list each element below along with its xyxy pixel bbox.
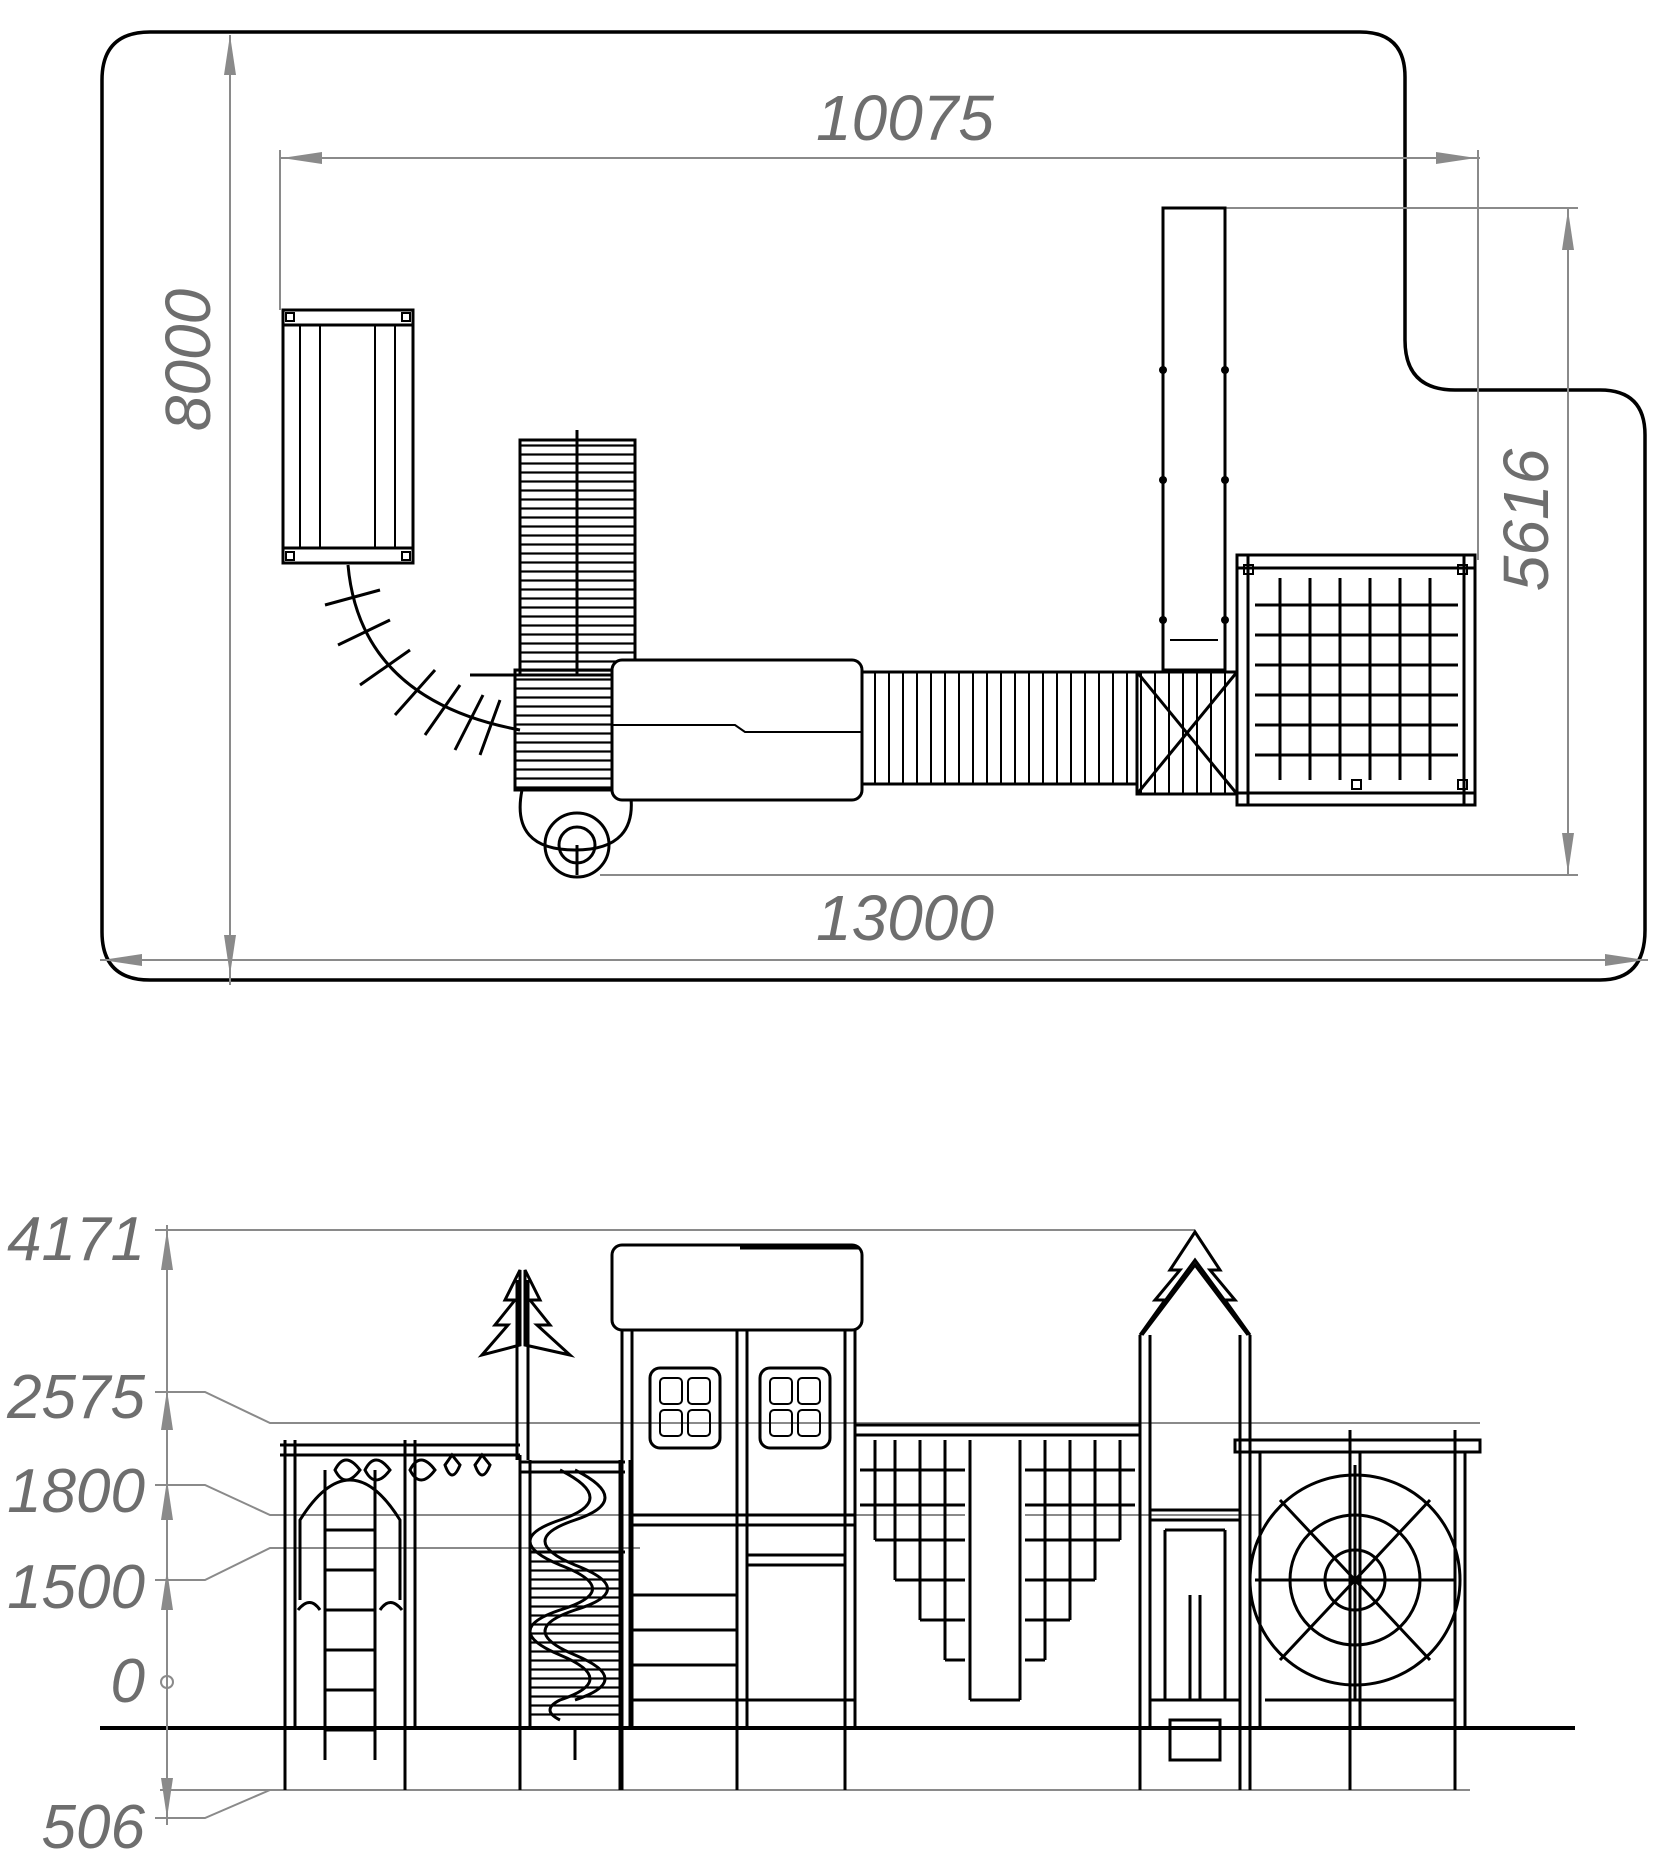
- level-label-foundation: 506: [42, 1793, 146, 1860]
- overall-length-label: 13000: [816, 882, 994, 954]
- plan-view: 8000 13000 10075 5616: [100, 30, 1648, 985]
- level-label-top: 4171: [7, 1205, 145, 1274]
- plan-slatted-ramp: [518, 430, 637, 677]
- overall-width-label: 8000: [152, 288, 224, 431]
- elevation-net-climber: [855, 1423, 1140, 1702]
- elevation-tree-tower: [1138, 1229, 1252, 1790]
- level-label-4: 1500: [7, 1553, 145, 1622]
- dimension-overall-width: 8000: [152, 35, 236, 985]
- plan-bridge: [860, 670, 1139, 786]
- plan-curved-ladder: [324, 564, 521, 756]
- plan-house-roof: [610, 658, 864, 802]
- level-label-2: 2575: [6, 1363, 145, 1432]
- level-label-ground: 0: [111, 1647, 145, 1716]
- dimension-equipment-width: 5616: [600, 207, 1578, 876]
- plan-spiral-slide: [518, 789, 633, 879]
- plan-climbing-net: [1235, 553, 1477, 807]
- elevation-view: 4171 2575 1800 1500 0 506: [6, 1205, 1575, 1860]
- elevation-rings-module: [280, 1440, 520, 1790]
- equipment-length-label: 10075: [816, 82, 994, 154]
- plan-tower-platform: [470, 668, 637, 792]
- elevation-web-climber: [1233, 1430, 1482, 1790]
- equipment-width-label: 5616: [1490, 448, 1562, 591]
- plan-vertical-climber: [1159, 206, 1229, 672]
- level-label-3: 1800: [7, 1457, 145, 1526]
- dimension-equipment-length: 10075: [279, 82, 1480, 560]
- safety-zone-outline: [100, 30, 1647, 982]
- elevation-house: [610, 1243, 864, 1790]
- plan-rings-frame: [281, 308, 415, 565]
- plan-crossed-platform: [1135, 670, 1239, 796]
- dimension-overall-length: 13000: [100, 882, 1648, 966]
- elevation-spiral-tower: [477, 1269, 632, 1790]
